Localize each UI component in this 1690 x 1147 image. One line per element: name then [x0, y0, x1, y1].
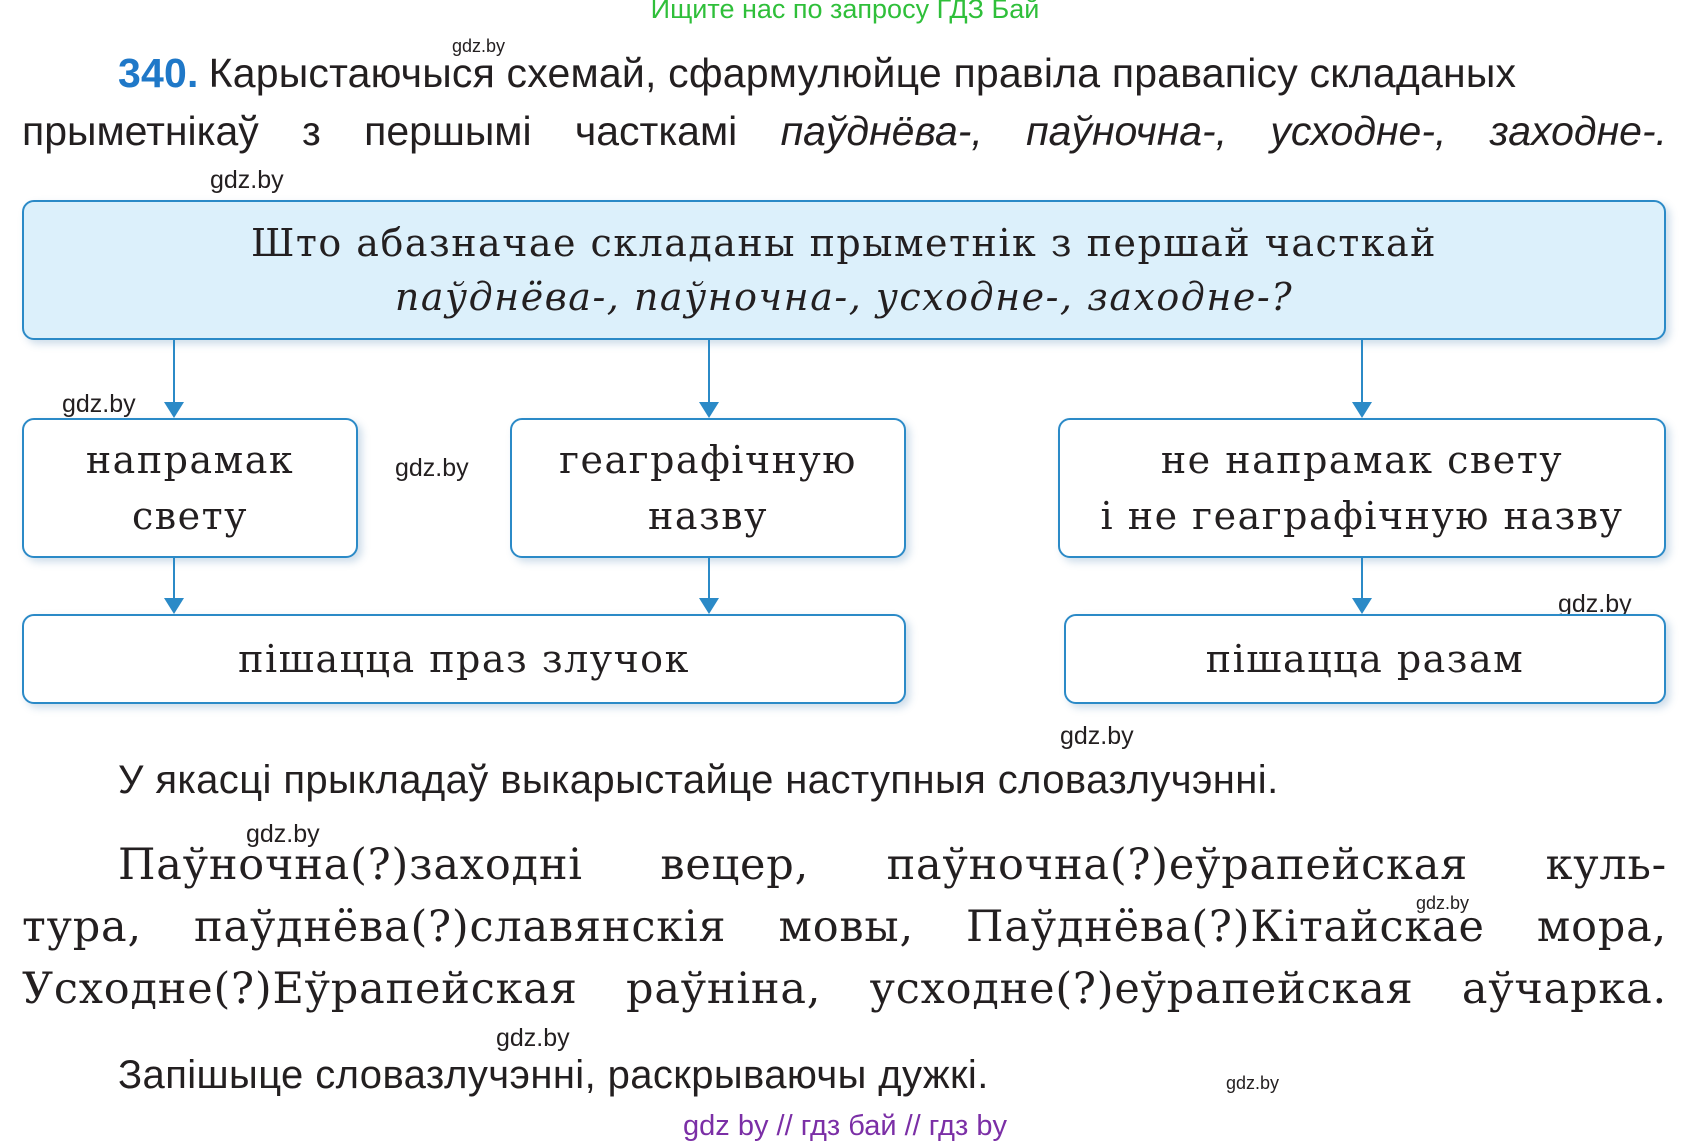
- box-text: напрамак: [85, 438, 295, 482]
- arrow-down-icon: [699, 340, 719, 418]
- final-instruction: Запішыце словазлучэнні, раскрываючы дужк…: [118, 1053, 989, 1097]
- box-text: свету: [131, 494, 249, 538]
- task-italic-parts: паўднёва-, паўночна-, усходне-, заходне-…: [780, 108, 1667, 154]
- watermark: gdz.by: [1558, 590, 1632, 618]
- instruction: У якасці прыкладаў выкарыстайце наступны…: [118, 758, 1279, 802]
- box-hyphenated: пішацца праз злучок: [22, 614, 906, 704]
- question-line1: Што абазначае складаны прыметнік з перша…: [250, 221, 1438, 265]
- watermark: gdz.by: [452, 36, 506, 56]
- box-neither: не напрамак свету і не геаграфічную назв…: [1058, 418, 1666, 558]
- task-heading-line1: 340.Карыстаючыся схемай, сфармулюйце пра…: [118, 50, 1516, 97]
- box-text: назву: [648, 494, 768, 538]
- watermark: gdz.by: [496, 1024, 570, 1052]
- watermark: gdz.by: [210, 166, 284, 194]
- task-heading-line2: прыметнікаў з першымі часткамі паўднёва-…: [22, 108, 1667, 155]
- box-solid: пішацца разам: [1064, 614, 1666, 704]
- box-text: і не геаграфічную назву: [1100, 494, 1624, 538]
- watermark: gdz.by: [1226, 1073, 1280, 1093]
- watermark: gdz.by: [1060, 722, 1134, 750]
- arrow-down-icon: [164, 558, 184, 614]
- box-cardinal-direction: напрамак свету: [22, 418, 358, 558]
- box-text: геаграфічную: [559, 438, 857, 482]
- arrow-down-icon: [1352, 558, 1372, 614]
- box-text: пішацца разам: [1205, 637, 1525, 681]
- watermark: gdz.by: [395, 454, 469, 482]
- footer-watermark: gdz by // гдз бай // гдз by: [683, 1110, 1007, 1142]
- box-geographic-name: геаграфічную назву: [510, 418, 906, 558]
- watermark: gdz.by: [62, 390, 136, 418]
- watermark: gdz.by: [246, 820, 320, 848]
- box-text: пішацца праз злучок: [238, 637, 690, 681]
- task-text: Карыстаючыся схемай, сфармулюйце правіла…: [208, 50, 1517, 96]
- examples-line3: Усходне(?)Еўрапейская раўніна, усходне(?…: [22, 964, 1667, 1014]
- task-number: 340.: [118, 50, 199, 96]
- box-text: не напрамак свету: [1160, 438, 1564, 482]
- watermark: gdz.by: [1416, 893, 1470, 913]
- examples-line1: Паўночна(?)заходні вецер, паўночна(?)еўр…: [118, 840, 1667, 890]
- arrow-down-icon: [699, 558, 719, 614]
- task-text: прыметнікаў з першымі часткамі: [22, 108, 781, 154]
- top-banner: Ищите нас по запросу ГДЗ Бай: [650, 0, 1040, 24]
- scheme-question-box: Што абазначае складаны прыметнік з перша…: [22, 200, 1666, 340]
- examples-line2: тура, паўднёва(?)славянскія мовы, Паўднё…: [22, 902, 1667, 952]
- question-line2: паўднёва-, паўночна-, усходне-, заходне-…: [394, 275, 1294, 319]
- arrow-down-icon: [164, 340, 184, 418]
- arrow-down-icon: [1352, 340, 1372, 418]
